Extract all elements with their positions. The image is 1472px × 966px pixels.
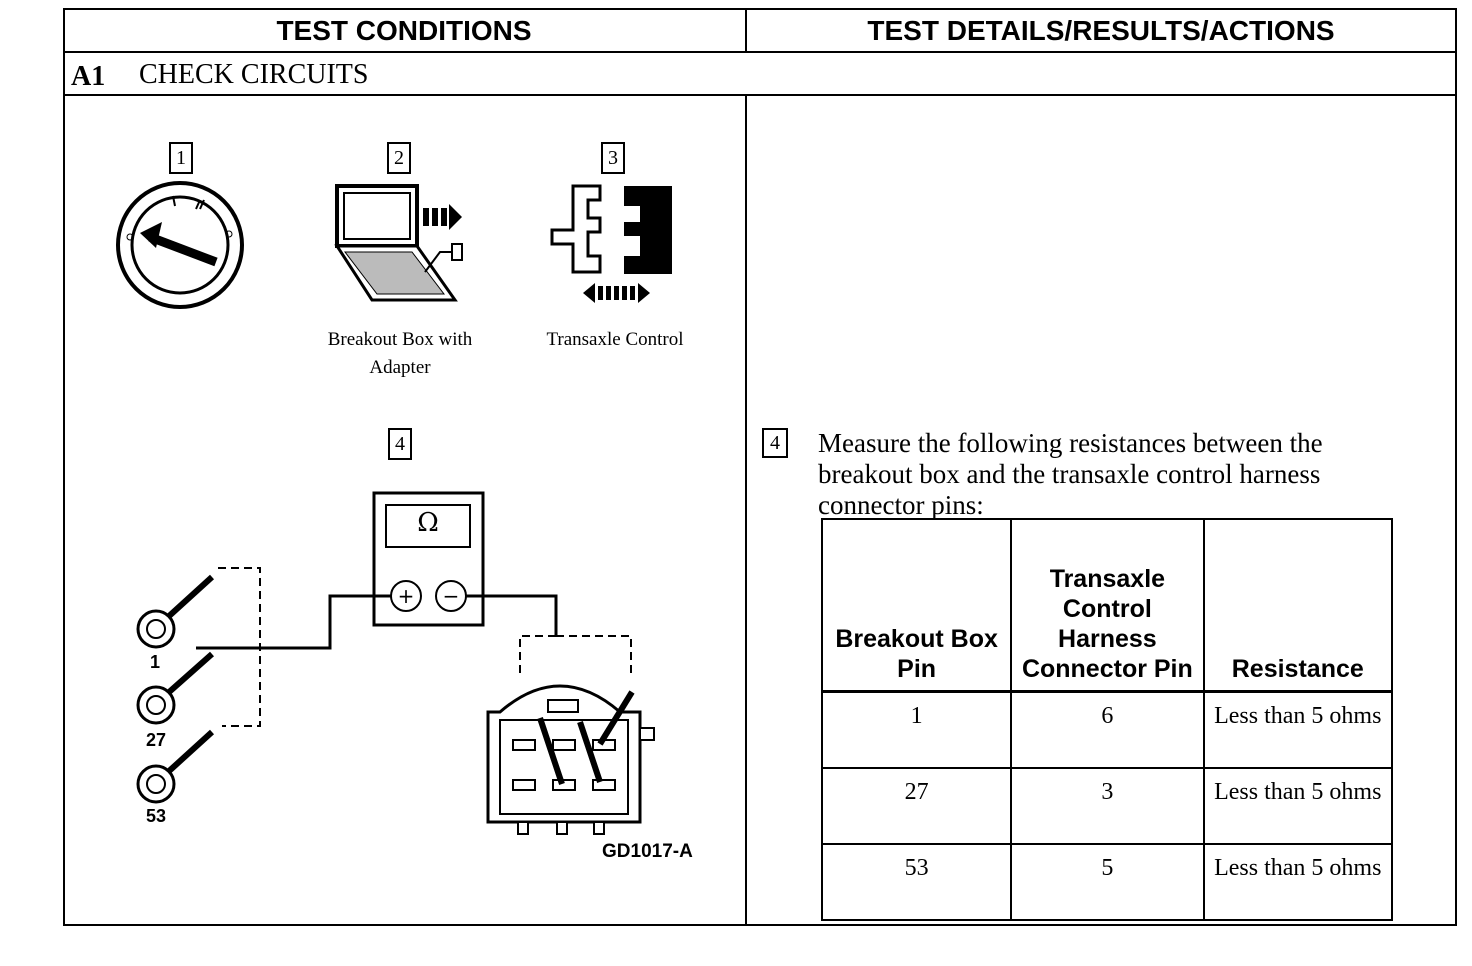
step-id: A1 — [71, 61, 106, 92]
cell-breakout-pin: 53 — [820, 843, 1013, 921]
transaxle-caption: Transaxle Control — [546, 329, 684, 350]
cell-harness-pin: 3 — [1010, 767, 1205, 845]
cell-harness-pin: 6 — [1010, 690, 1205, 769]
ohm-symbol: Ω — [417, 508, 439, 538]
step-title: CHECK CIRCUITS — [139, 59, 369, 90]
breakout-pin-sockets — [136, 574, 215, 804]
breakout-box-caption: Breakout Box with Adapter — [327, 329, 473, 378]
step-row: A1 CHECK CIRCUITS — [63, 53, 1457, 96]
figure-label-4: 4 — [388, 428, 412, 460]
test-leads — [196, 567, 632, 727]
table-row: 1 6 Less than 5 ohms — [820, 690, 1394, 769]
figure-label-1: 1 — [169, 142, 193, 174]
figure-id: GD1017-A — [602, 841, 693, 862]
cell-resistance: Less than 5 ohms — [1202, 843, 1394, 921]
harness-connector-icon — [486, 684, 655, 835]
instruction-text: Measure the following resistances betwee… — [818, 428, 1323, 520]
table-header-row: Breakout Box Pin Transaxle Control Harne… — [820, 518, 1394, 693]
figure-label-3: 3 — [601, 142, 625, 174]
col-header-breakout-pin: Breakout Box Pin — [820, 518, 1013, 693]
plus-terminal: + — [397, 584, 415, 608]
breakout-box-icon — [334, 184, 463, 302]
header-test-details: TEST DETAILS/RESULTS/ACTIONS — [867, 15, 1335, 46]
ohmmeter-icon — [372, 491, 485, 627]
header-row: TEST CONDITIONS TEST DETAILS/RESULTS/ACT… — [63, 8, 1457, 53]
table-row: 27 3 Less than 5 ohms — [820, 767, 1394, 845]
ignition-switch-icon — [116, 181, 244, 309]
pin-label-27: 27 — [146, 730, 167, 750]
cell-breakout-pin: 27 — [820, 767, 1013, 845]
col-header-resistance: Resistance — [1202, 518, 1394, 693]
step-number-box: 4 — [762, 428, 788, 458]
cell-breakout-pin: 1 — [820, 690, 1013, 769]
cell-resistance: Less than 5 ohms — [1202, 690, 1394, 769]
col-header-harness-pin: Transaxle Control Harness Connector Pin — [1010, 518, 1205, 693]
header-test-conditions: TEST CONDITIONS — [276, 15, 532, 46]
table-row: 53 5 Less than 5 ohms — [820, 843, 1394, 921]
column-divider — [745, 96, 747, 926]
transaxle-connector-icon — [550, 184, 672, 303]
cell-harness-pin: 5 — [1010, 843, 1205, 921]
minus-terminal: − — [442, 584, 460, 608]
cell-resistance: Less than 5 ohms — [1202, 767, 1394, 845]
resistance-table: Breakout Box Pin Transaxle Control Harne… — [820, 518, 1394, 921]
pin-label-53: 53 — [146, 806, 167, 826]
header-divider — [745, 8, 747, 53]
page-frame — [63, 8, 1457, 926]
figure-label-2: 2 — [387, 142, 411, 174]
pin-label-1: 1 — [150, 652, 161, 672]
